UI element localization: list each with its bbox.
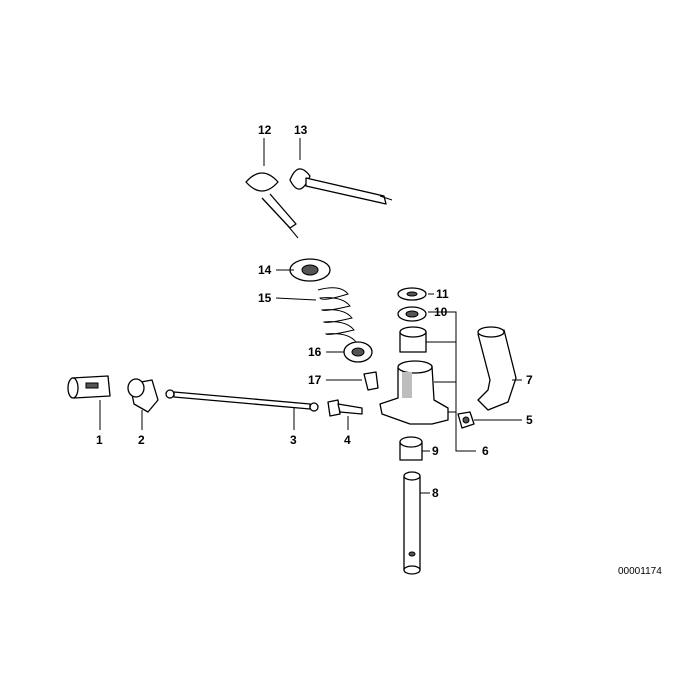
rocker-arm[interactable]	[379, 360, 449, 425]
cap-nut-17[interactable]	[363, 371, 379, 391]
label-7: 7	[526, 373, 533, 387]
part-labels: 12 13 14 15 16 17 11 10 7 5 6 9 8 1 2 3 …	[96, 123, 533, 500]
nut-5[interactable]	[457, 411, 475, 429]
label-1: 1	[96, 433, 103, 447]
label-15: 15	[258, 291, 272, 305]
tappet-1[interactable]	[67, 375, 111, 399]
label-16: 16	[308, 345, 322, 359]
label-11: 11	[436, 287, 449, 301]
label-9: 9	[432, 444, 439, 458]
label-12: 12	[258, 123, 272, 137]
label-14: 14	[258, 263, 272, 277]
spring-retainer-14[interactable]	[289, 258, 331, 282]
valve-12[interactable]	[245, 172, 299, 239]
bushing-upper[interactable]	[399, 326, 427, 353]
diagram-id: 00001174	[618, 566, 662, 577]
spring-seat-16[interactable]	[343, 341, 373, 363]
rocker-arm-7[interactable]	[477, 326, 517, 411]
cup-2[interactable]	[127, 378, 159, 413]
label-3: 3	[290, 433, 297, 447]
washer-11[interactable]	[397, 287, 427, 301]
leader-lines	[99, 138, 522, 494]
label-17: 17	[308, 373, 322, 387]
bushing-9[interactable]	[399, 436, 423, 461]
label-4: 4	[344, 433, 351, 447]
washer-10[interactable]	[397, 306, 427, 322]
valve-13[interactable]	[289, 168, 393, 205]
label-5: 5	[526, 413, 533, 427]
valve-spring-15[interactable]	[317, 287, 357, 343]
rocker-shaft-8[interactable]	[403, 471, 421, 575]
adjusting-screw-4[interactable]	[327, 399, 363, 417]
push-rod-3[interactable]	[165, 389, 319, 412]
label-13: 13	[294, 123, 308, 137]
label-2: 2	[138, 433, 145, 447]
label-10: 10	[434, 305, 448, 319]
label-8: 8	[432, 486, 439, 500]
label-6: 6	[482, 444, 489, 458]
